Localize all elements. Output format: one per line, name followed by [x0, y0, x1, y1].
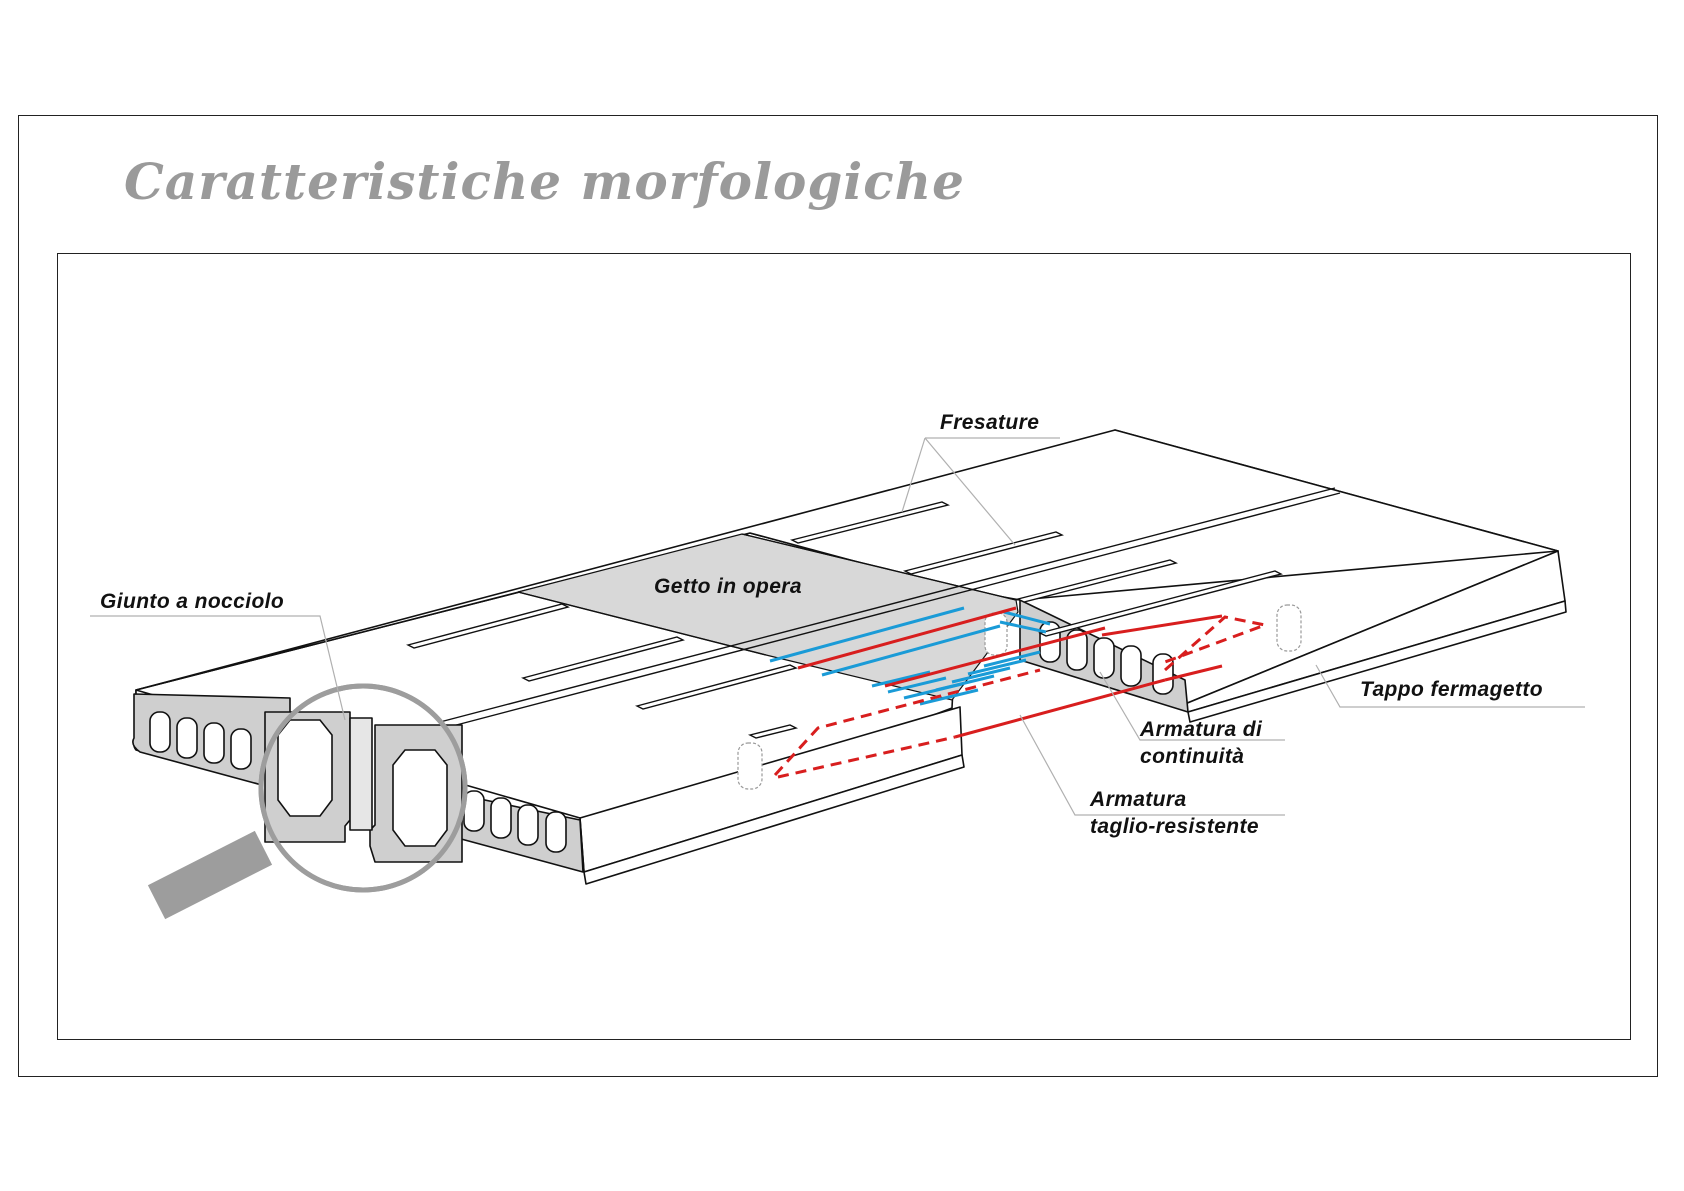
shear-reinforcement — [769, 606, 1051, 706]
leader-lines — [90, 437, 1585, 816]
label-armatura-continuita-line1: Armatura di — [1140, 718, 1263, 741]
label-armatura-taglio-line2: taglio-resistente — [1090, 815, 1260, 838]
sheet-frame — [18, 115, 1658, 1077]
label-armatura-continuita: Armatura di continuità — [1140, 716, 1262, 770]
label-fresature: Fresature — [940, 411, 1040, 434]
joint-lines — [439, 487, 1341, 729]
back-slab-cores — [1039, 621, 1174, 695]
label-giunto-a-nocciolo: Giunto a nocciolo — [100, 590, 285, 613]
label-armatura-taglio-line1: Armatura — [1090, 788, 1187, 811]
magnifier — [147, 683, 468, 920]
page-title: Caratteristiche morfologiche — [124, 152, 965, 211]
label-armatura-continuita-line2: continuità — [1140, 745, 1245, 768]
front-slab-cores — [149, 711, 567, 853]
label-armatura-taglio: Armatura taglio-resistente — [1090, 786, 1259, 840]
label-tappo-fermagetto: Tappo fermagetto — [1360, 678, 1543, 701]
milled-slots — [406, 501, 1283, 739]
drawing-frame — [57, 253, 1631, 1040]
label-getto-in-opera: Getto in opera — [654, 575, 802, 598]
continuity-reinforcement — [773, 606, 1271, 779]
